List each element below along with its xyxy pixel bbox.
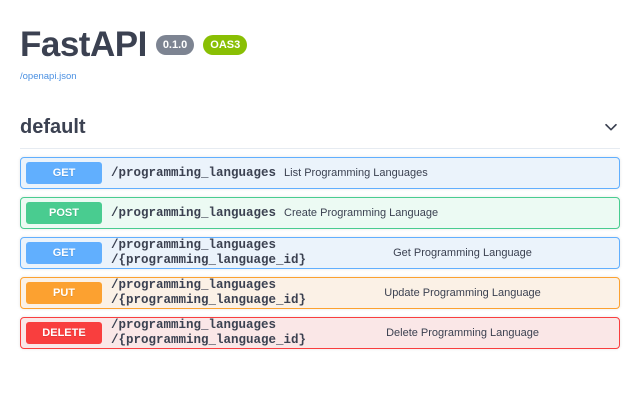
operation-summary: Get Programming Language <box>393 247 532 259</box>
operation-path-line2: /{programming_language_id} <box>111 253 307 267</box>
operation-path: /programming_languages /{programming_lan… <box>102 318 306 348</box>
page-title: FastAPI <box>20 25 147 64</box>
oas-version-badge: OAS3 <box>203 35 248 55</box>
operation-path-line1: /programming_languages <box>111 318 277 332</box>
operation-path-line2: /{programming_language_id} <box>111 293 307 307</box>
http-method-badge: POST <box>26 202 102 224</box>
operation-summary: Delete Programming Language <box>386 327 539 339</box>
api-info-block: FastAPI 0.1.0 OAS3 /openapi.json <box>0 0 640 83</box>
api-version-badge: 0.1.0 <box>155 35 195 55</box>
chevron-down-icon[interactable] <box>602 118 620 136</box>
operation-path: /programming_languages /{programming_lan… <box>102 238 306 268</box>
operation-row[interactable]: PUT /programming_languages /{programming… <box>20 277 620 309</box>
operation-path: /programming_languages <box>111 165 277 180</box>
operation-summary: Create Programming Language <box>284 207 439 219</box>
tag-name-label: default <box>20 116 86 138</box>
operation-path-line2: /{programming_language_id} <box>111 333 307 347</box>
http-method-badge: DELETE <box>26 322 102 344</box>
operation-summary: List Programming Languages <box>284 167 428 179</box>
http-method-badge: GET <box>26 162 102 184</box>
operations-list: GET /programming_languages List Programm… <box>20 157 620 349</box>
operation-row[interactable]: GET /programming_languages /{programming… <box>20 237 620 269</box>
tag-header-toggle[interactable]: default <box>20 115 620 149</box>
openapi-spec-link[interactable]: /openapi.json <box>20 71 77 82</box>
operation-path-line1: /programming_languages <box>111 278 277 292</box>
http-method-badge: GET <box>26 242 102 264</box>
api-title-row: FastAPI 0.1.0 OAS3 <box>20 26 620 64</box>
operation-row[interactable]: GET /programming_languages List Programm… <box>20 157 620 189</box>
operation-path-line1: /programming_languages <box>111 238 277 252</box>
operation-path: /programming_languages <box>111 205 277 220</box>
operation-row[interactable]: POST /programming_languages Create Progr… <box>20 197 620 229</box>
operation-path: /programming_languages /{programming_lan… <box>102 278 306 308</box>
http-method-badge: PUT <box>26 282 102 304</box>
operation-row[interactable]: DELETE /programming_languages /{programm… <box>20 317 620 349</box>
tag-section-default: default GET /programming_languages List … <box>0 115 640 349</box>
operation-summary: Update Programming Language <box>384 287 541 299</box>
